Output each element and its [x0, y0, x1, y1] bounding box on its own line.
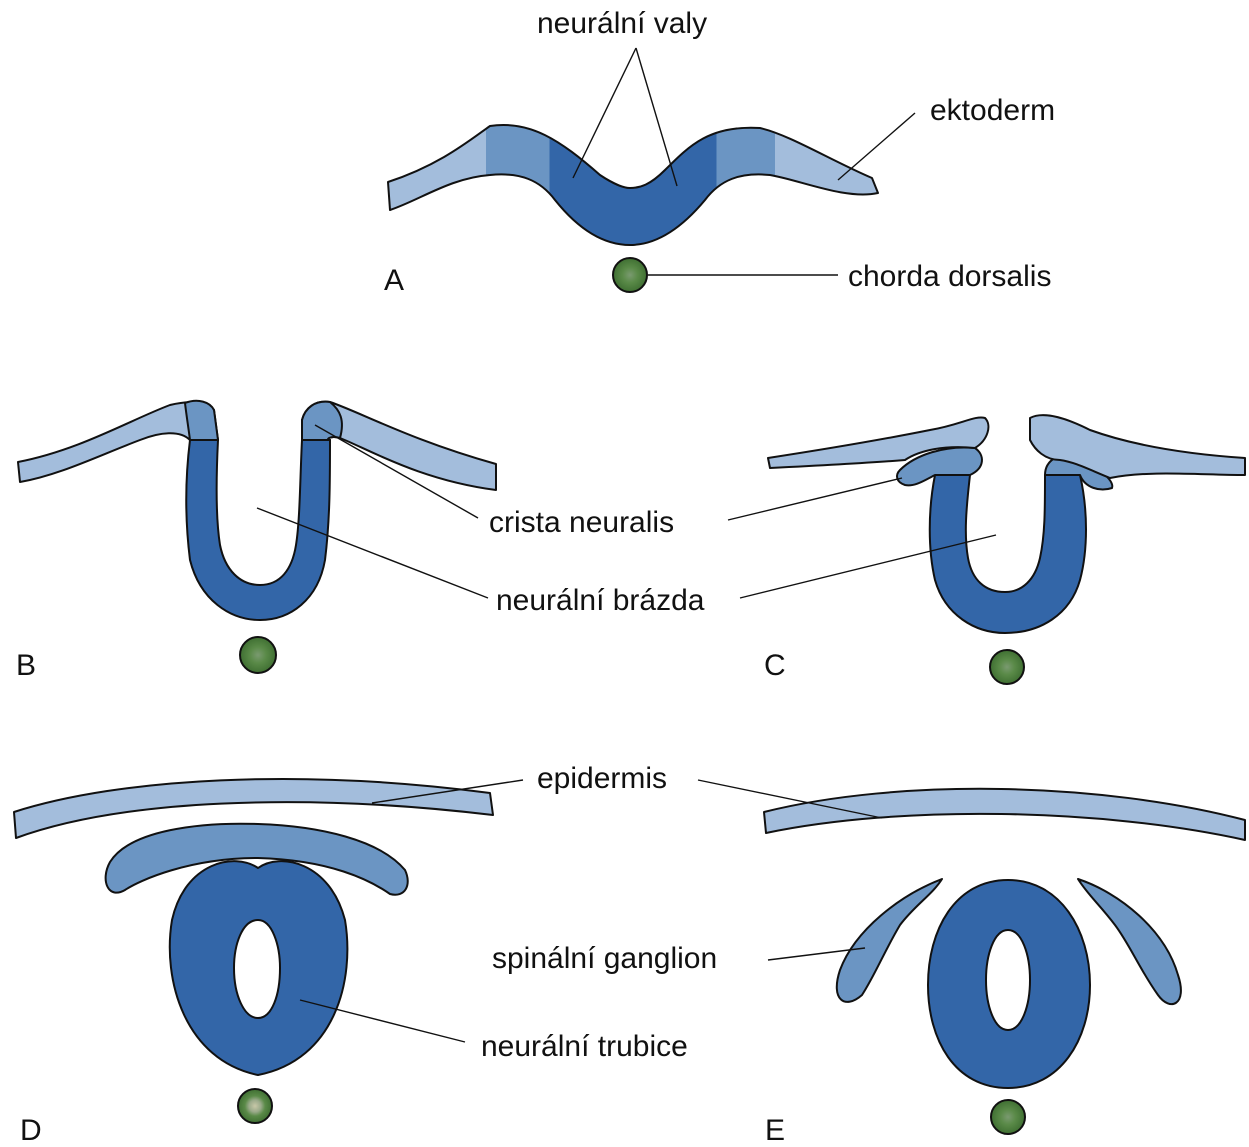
crista-left-b — [185, 401, 218, 440]
label-neuralni-brazda: neurální brázda — [496, 584, 705, 617]
chorda-c — [990, 650, 1024, 684]
panel-label-e: E — [765, 1114, 785, 1147]
panel-label-c: C — [764, 649, 786, 682]
panel-b: B — [16, 401, 496, 682]
label-crista-neuralis: crista neuralis — [489, 506, 674, 539]
panel-label-d: D — [20, 1114, 42, 1147]
ganglion-left-e — [837, 879, 942, 1002]
panel-label-a: A — [384, 264, 404, 297]
neural-tube-d — [170, 861, 348, 1075]
leader-crista-c — [728, 478, 902, 520]
label-neuralni-valy: neurální valy — [537, 7, 707, 40]
neural-groove-b — [186, 440, 330, 620]
ectoderm-plate-a — [388, 125, 878, 245]
label-spinalni-ganglion: spinální ganglion — [492, 942, 717, 975]
chorda-d — [238, 1089, 272, 1123]
neural-groove-c — [930, 475, 1086, 633]
panel-e: E — [698, 780, 1245, 1147]
leader-ektoderm — [838, 113, 915, 180]
leader-valy-right — [636, 48, 677, 186]
leader-valy-left — [573, 48, 636, 178]
chorda-e — [991, 1100, 1025, 1134]
panel-d: D — [14, 779, 523, 1147]
label-ektoderm: ektoderm — [930, 94, 1055, 127]
chorda-a — [613, 258, 647, 292]
neural-tube-e — [928, 880, 1090, 1088]
label-neuralni-trubice: neurální trubice — [481, 1030, 688, 1063]
ganglion-right-e — [1078, 879, 1181, 1004]
panel-a: A — [384, 48, 915, 297]
crista-right-b — [302, 402, 342, 440]
label-chorda-dorsalis: chorda dorsalis — [848, 260, 1051, 293]
panel-c: C — [728, 415, 1245, 684]
chorda-b — [240, 637, 276, 673]
panel-label-b: B — [16, 649, 36, 682]
epidermis-e — [764, 789, 1245, 840]
label-epidermis: epidermis — [537, 762, 667, 795]
